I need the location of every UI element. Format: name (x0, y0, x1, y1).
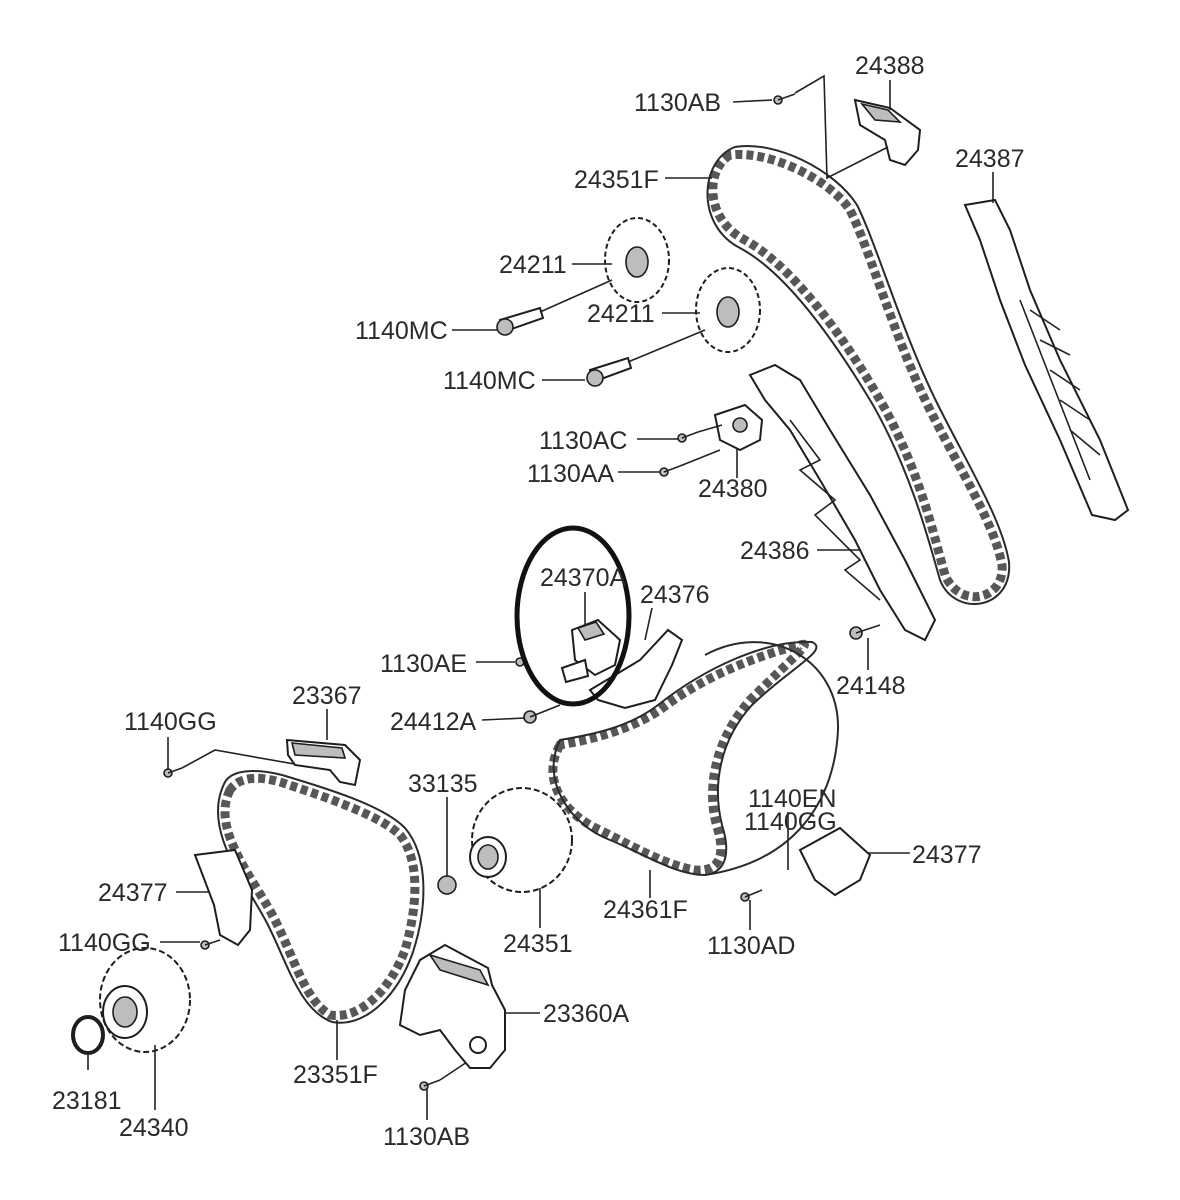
label-23351F: 23351F (293, 1061, 378, 1089)
assembly-lines (181, 74, 889, 1081)
o-ring-23181 (71, 1015, 105, 1055)
label-1140GG-left: 1140GG (58, 929, 151, 957)
label-24148: 24148 (836, 672, 906, 700)
lower-timing-chain (216, 770, 425, 1024)
camshaft-sprocket-lower (695, 267, 761, 353)
middle-timing-chain (548, 639, 840, 877)
label-1130AE: 1130AE (380, 650, 467, 678)
label-24386: 24386 (740, 537, 810, 565)
highlight-circle (514, 525, 632, 707)
label-24211-b: 24211 (587, 300, 655, 328)
label-24340: 24340 (119, 1114, 189, 1142)
label-24377-right: 24377 (912, 841, 982, 869)
middle-chain-guide (588, 628, 684, 710)
label-1140GG-right: 1140GG (744, 808, 837, 836)
label-33135: 33135 (408, 770, 478, 798)
tensioner-arm (748, 363, 937, 642)
crankshaft-sprocket (99, 947, 191, 1053)
label-24387: 24387 (955, 145, 1025, 173)
right-guide-rail (963, 198, 1130, 522)
sprocket-bolt-lower (586, 356, 633, 387)
label-24351: 24351 (503, 930, 573, 958)
part-labels: 1130AB 24388 24351F 24387 24211 24211 11… (52, 52, 1025, 1151)
leader-lines (87, 80, 994, 1120)
label-24377-left: 24377 (98, 879, 168, 907)
label-23181: 23181 (52, 1087, 122, 1115)
small-bolts (163, 93, 881, 1091)
label-23367: 23367 (292, 682, 362, 710)
label-24412A: 24412A (390, 708, 477, 736)
label-24370A: 24370A (540, 564, 627, 592)
label-24361F: 24361F (603, 896, 688, 924)
label-24351F-top: 24351F (574, 166, 659, 194)
label-24211-a: 24211 (499, 251, 567, 279)
intermediate-sprocket (469, 787, 573, 893)
right-lower-guide (798, 826, 872, 897)
label-1140MC-a: 1140MC (355, 317, 448, 345)
upper-timing-chain (706, 145, 1011, 605)
label-1140GG-top: 1140GG (124, 708, 217, 736)
label-24380: 24380 (698, 475, 768, 503)
label-1130AA: 1130AA (527, 460, 614, 488)
label-24376: 24376 (640, 581, 710, 609)
sprocket-bolt-upper (496, 306, 545, 336)
label-1130AC: 1130AC (539, 427, 628, 455)
left-lower-guide (193, 848, 254, 947)
chain-tensioner (713, 403, 764, 452)
label-1130AB-top: 1130AB (634, 89, 721, 117)
label-1140EN: 1140EN (748, 785, 837, 813)
label-23360A: 23360A (543, 1000, 630, 1028)
label-1140MC-b: 1140MC (443, 367, 536, 395)
label-1130AD: 1130AD (707, 932, 796, 960)
nut-33135 (437, 875, 457, 895)
label-1130AB-bottom: 1130AB (383, 1123, 470, 1151)
label-24388: 24388 (855, 52, 925, 80)
upper-chain-guide-part (853, 98, 922, 167)
lower-chain-guide (285, 738, 362, 787)
camshaft-sprocket-upper (604, 217, 670, 303)
highlighted-tensioner-24370A (514, 525, 632, 707)
oil-pump-bracket (398, 943, 506, 1069)
